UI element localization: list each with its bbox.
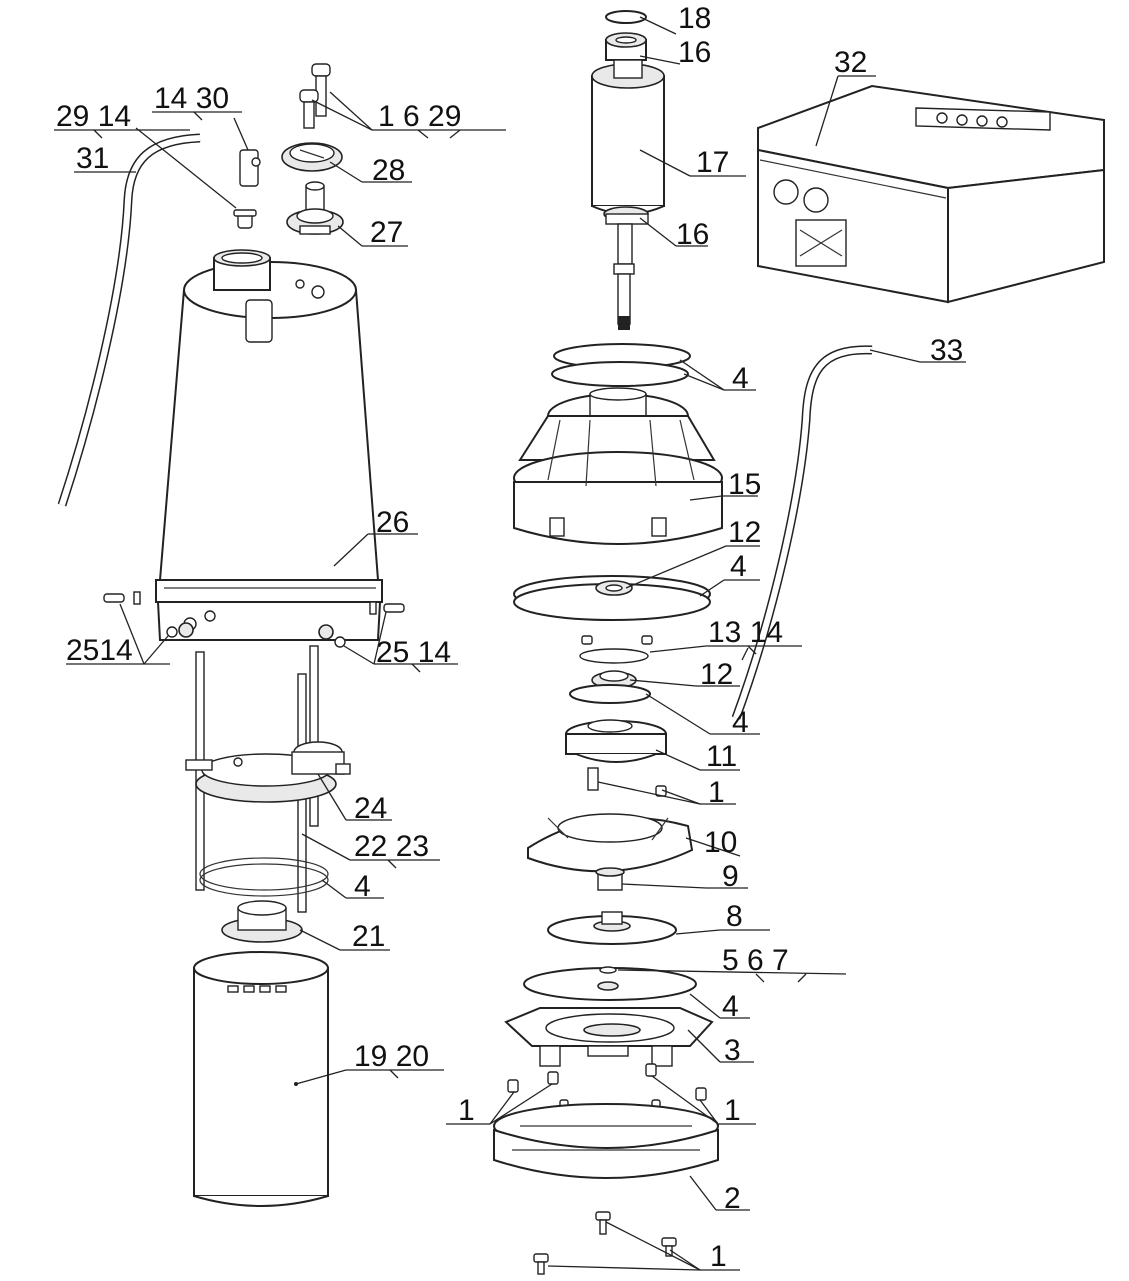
bearing-16-top (605, 32, 647, 61)
callout-27: 27 (370, 216, 403, 249)
pin-25-left (103, 591, 141, 605)
callout-3: 3 (724, 1034, 741, 1067)
callout-13-14: 13 14 (708, 616, 783, 649)
callout-1-left-base: 1 (458, 1094, 475, 1127)
callout-8: 8 (726, 900, 743, 933)
callout-9: 9 (722, 860, 739, 893)
flange-24 (185, 741, 351, 803)
callout-14-30: 14 30 (154, 82, 229, 115)
shaft (613, 223, 635, 330)
callout-17: 17 (696, 146, 729, 179)
callout-12-a: 12 (728, 516, 761, 549)
callout-labels: 18 16 17 16 32 1 6 29 14 30 29 14 31 28 … (56, 2, 963, 1273)
callout-16-bottom: 16 (676, 218, 709, 251)
bushing-21 (221, 900, 303, 943)
callout-4-lower: 4 (722, 990, 739, 1023)
screws-1-base (507, 1063, 707, 1113)
callout-4-small: 4 (732, 706, 749, 739)
callout-1-6-29: 1 6 29 (378, 100, 461, 133)
control-box-32 (757, 84, 1105, 304)
stator-sleeve-19-20 (193, 951, 329, 1207)
leader-lines (54, 16, 966, 1271)
callout-4-mid: 4 (730, 550, 747, 583)
callout-24: 24 (354, 792, 387, 825)
callout-1-bottom: 1 (710, 1240, 727, 1273)
pin-25-right (369, 601, 405, 615)
oring-4-left (199, 857, 329, 897)
callout-19-20: 19 20 (354, 1040, 429, 1073)
callout-4-left: 4 (354, 870, 371, 903)
callout-31: 31 (76, 142, 109, 175)
bearing-12-a (595, 580, 633, 596)
callout-2: 2 (724, 1182, 741, 1215)
callout-4-upper: 4 (732, 362, 749, 395)
pump-base-3 (504, 1007, 714, 1067)
screws-13 (579, 635, 653, 664)
callout-26: 26 (376, 506, 409, 539)
fitting-27 (286, 181, 344, 235)
seal-housing-11 (565, 719, 667, 763)
screw-1-top-b (299, 89, 319, 129)
oring-4-upper (551, 343, 691, 387)
callout-12-b: 12 (700, 658, 733, 691)
screws-1-bottom (533, 1211, 677, 1275)
bracket-30 (239, 149, 261, 187)
washer-nut-5-6-7 (597, 966, 619, 991)
callout-1-right-base: 1 (724, 1094, 741, 1127)
diffuser-housing-15 (513, 387, 723, 545)
volute-10 (527, 813, 694, 873)
callout-25-14-right: 25 14 (376, 636, 451, 669)
callout-22-23: 22 23 (354, 830, 429, 863)
callout-29-14: 29 14 (56, 100, 131, 133)
screw-14-right (334, 636, 346, 648)
cap-28 (281, 142, 343, 172)
callout-21: 21 (352, 920, 385, 953)
oring-18 (605, 10, 647, 24)
shaft-seal-9 (595, 867, 625, 891)
rotor-17 (591, 59, 665, 215)
callout-18: 18 (678, 2, 711, 35)
callout-11: 11 (706, 740, 737, 773)
callout-15: 15 (728, 468, 761, 501)
strainer-2 (493, 1103, 719, 1179)
cable-33-inner (733, 346, 873, 720)
bearing-16-bottom (603, 206, 649, 225)
screw-14-left (166, 626, 178, 638)
callout-25-14-left: 2514 (66, 634, 133, 667)
callout-10: 10 (704, 826, 737, 859)
callout-32: 32 (834, 46, 867, 79)
motor-housing-26 (155, 249, 383, 641)
oring-4-small (569, 684, 651, 704)
callout-16-top: 16 (678, 36, 711, 69)
callout-1-mid: 1 (708, 776, 725, 809)
impeller-8 (547, 911, 677, 945)
screw-14-top (233, 209, 257, 229)
callout-5-6-7: 5 6 7 (722, 944, 789, 977)
callout-28: 28 (372, 154, 405, 187)
cable-31-inner (59, 135, 201, 506)
callout-33: 33 (930, 334, 963, 367)
